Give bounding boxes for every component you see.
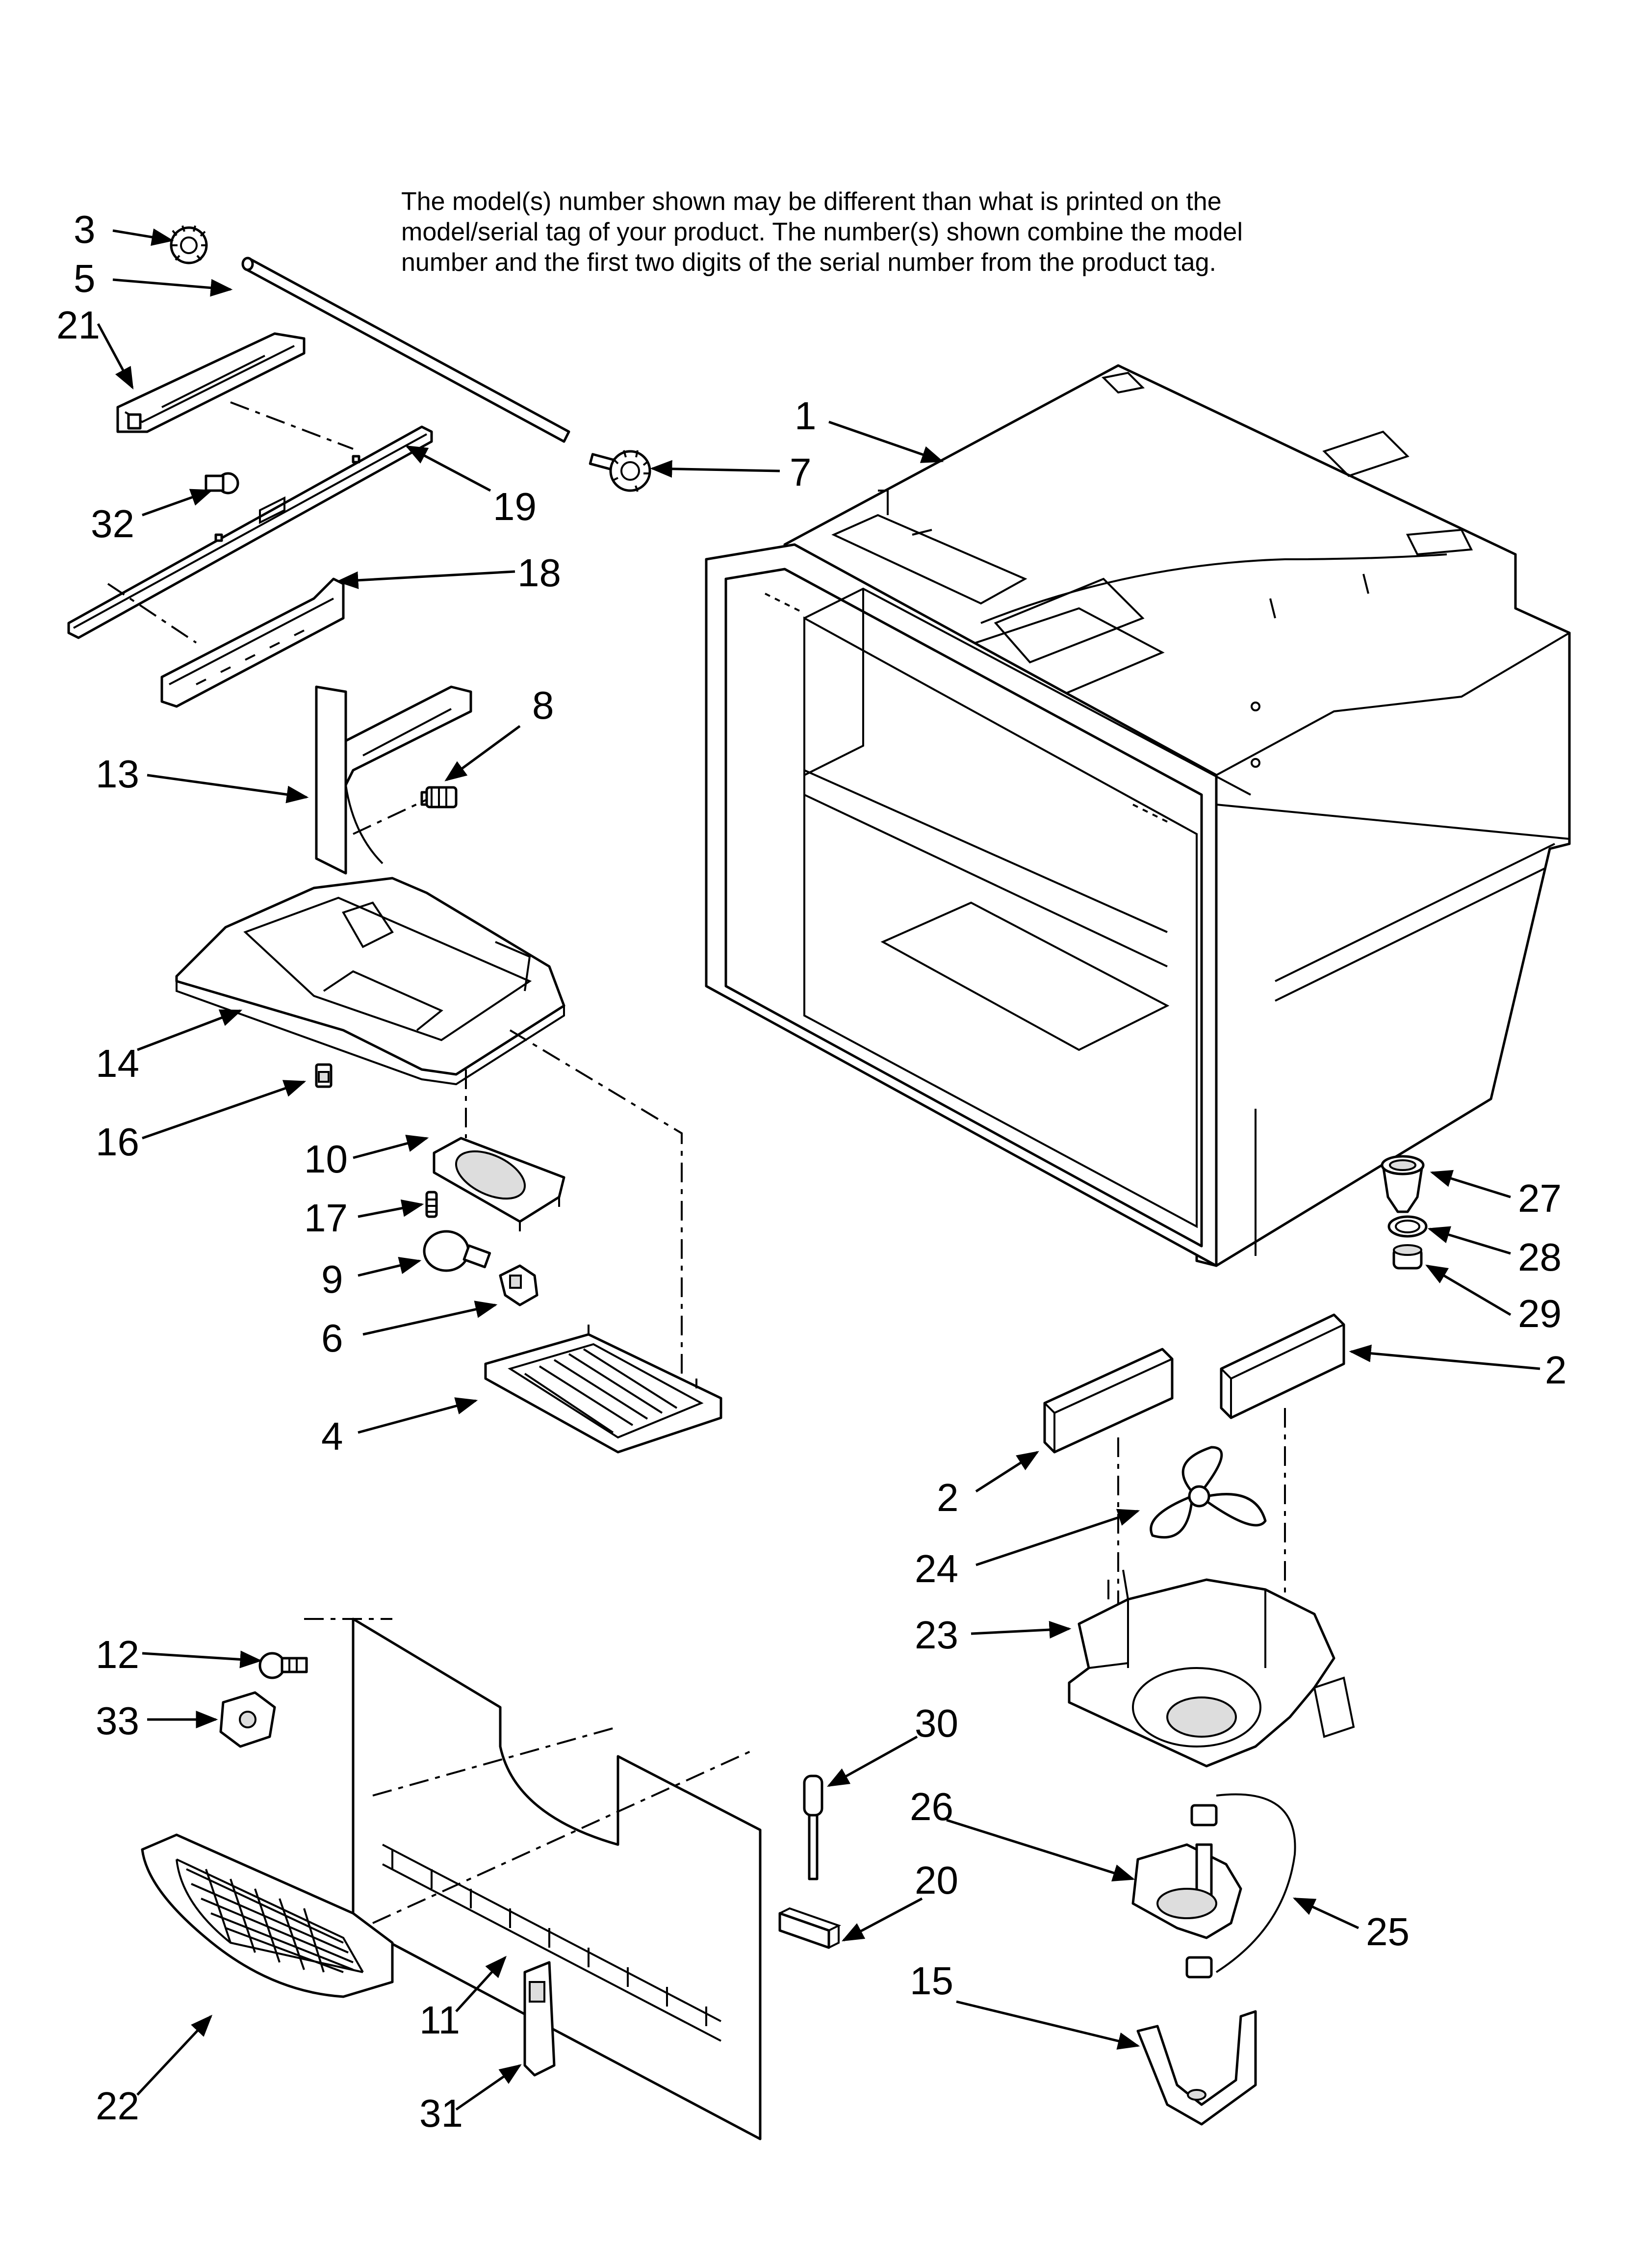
part-22-grille — [141, 1833, 394, 1998]
part-2-block-left — [1043, 1348, 1174, 1454]
part-23-fan-housing — [1068, 1569, 1355, 1768]
callout-13: 13 — [96, 752, 139, 796]
callout-25: 25 — [1366, 1910, 1410, 1954]
part-27-cup — [1381, 1155, 1425, 1213]
part-33-switch — [219, 1691, 276, 1748]
callout-numbers: 3 5 21 32 19 18 7 1 8 13 14 16 10 17 9 6… — [56, 208, 1567, 2135]
part-13-bracket — [315, 685, 472, 875]
callout-33: 33 — [96, 1699, 139, 1743]
callout-20: 20 — [915, 1858, 958, 1902]
part-14-housing — [175, 877, 565, 1086]
callout-7: 7 — [790, 450, 812, 494]
callout-9: 9 — [321, 1257, 343, 1301]
callout-23: 23 — [915, 1613, 958, 1657]
part-11-22-guideline — [372, 1750, 751, 1924]
callout-32: 32 — [91, 502, 134, 546]
part-12-screw — [258, 1652, 308, 1679]
callout-28: 28 — [1518, 1235, 1562, 1279]
part-30-thermistor — [803, 1774, 823, 1880]
part-10-lamp-housing — [433, 1137, 565, 1231]
part-17-screw — [425, 1191, 438, 1218]
callout-6: 6 — [321, 1316, 343, 1360]
part-15-bracket — [1136, 2010, 1257, 2126]
part-16-clip — [315, 1063, 333, 1088]
part-7-gear — [589, 450, 651, 492]
part-31-holder — [523, 1961, 556, 2077]
part-25-wire — [1215, 1793, 1296, 1973]
callout-22: 22 — [96, 2084, 139, 2128]
callout-11: 11 — [419, 1998, 460, 2042]
part-19-rail — [67, 425, 433, 639]
part-28-ring — [1387, 1215, 1428, 1238]
note-line-1: The model(s) number shown may be differe… — [401, 187, 1222, 216]
callout-10: 10 — [304, 1137, 348, 1181]
part-32-screw — [205, 472, 239, 495]
callout-14: 14 — [96, 1042, 139, 1085]
callout-8: 8 — [532, 683, 554, 727]
callout-26: 26 — [910, 1785, 953, 1828]
part-5-rod — [241, 257, 570, 443]
part-14-4-guideline — [509, 1029, 683, 1374]
part-19-18-guideline — [107, 583, 197, 644]
part-6-socket — [499, 1264, 539, 1306]
callout-15: 15 — [910, 1959, 953, 2003]
part-21-19-guideline — [230, 401, 354, 450]
part-4-cover — [484, 1325, 722, 1454]
note-line-2: model/serial tag of your product. The nu… — [401, 218, 1243, 246]
part-1-liner — [705, 364, 1571, 1267]
part-3-gear — [170, 225, 208, 264]
callout-5: 5 — [74, 257, 96, 300]
callout-3: 3 — [74, 208, 96, 251]
callout-17: 17 — [304, 1196, 348, 1240]
part-18-rail — [160, 577, 345, 708]
callout-29: 29 — [1518, 1292, 1562, 1335]
part-9-bulb — [423, 1230, 491, 1272]
part-20-foam-strip — [778, 1907, 842, 1949]
part-11-guideline — [372, 1726, 618, 1797]
callout-18: 18 — [517, 551, 561, 595]
model-number-note: The model(s) number shown may be differe… — [401, 186, 1480, 278]
part-21-bracket — [116, 332, 306, 433]
part-24-fan-blade — [1150, 1446, 1267, 1539]
note-line-3: number and the first two digits of the s… — [401, 248, 1216, 277]
callout-2-left: 2 — [937, 1476, 959, 1519]
callout-12: 12 — [96, 1633, 139, 1676]
callout-24: 24 — [915, 1547, 958, 1590]
callout-27: 27 — [1518, 1176, 1562, 1220]
callout-19: 19 — [493, 485, 537, 528]
callout-16: 16 — [96, 1120, 139, 1164]
part-29-plug — [1392, 1244, 1423, 1270]
part-8-screw — [420, 786, 458, 808]
callout-2-right: 2 — [1545, 1348, 1567, 1392]
callout-30: 30 — [915, 1701, 958, 1745]
callout-leaders — [97, 228, 1540, 2111]
part-11-panel — [352, 1617, 762, 2140]
part-26-motor — [1131, 1804, 1242, 1979]
callout-4: 4 — [321, 1414, 343, 1458]
callout-1: 1 — [795, 394, 817, 438]
callout-21: 21 — [56, 303, 100, 347]
part-13-8-guideline — [353, 799, 427, 835]
callout-31: 31 — [419, 2091, 463, 2135]
part-2-block-right — [1220, 1313, 1345, 1419]
